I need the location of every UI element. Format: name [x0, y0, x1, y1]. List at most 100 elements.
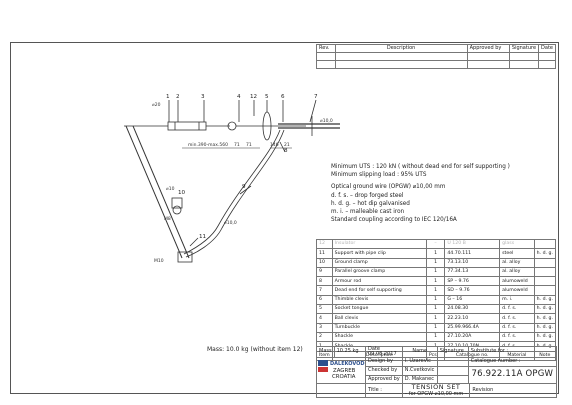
tb-city: ZAGREB: [333, 368, 356, 374]
bom-pcs: 1: [425, 294, 446, 306]
bom-code: 25.99.966.4A: [444, 322, 501, 333]
specification-notes: Minimum UTS : 120 kN ( without dead end …: [331, 163, 510, 224]
dim-range: min.390-max.560: [188, 142, 228, 148]
tb-substitute-label: Substitute for :: [467, 346, 557, 358]
bom-code: 27.10.20A: [444, 331, 501, 343]
tb-date-label: Date: [368, 346, 380, 352]
bom-pcs: 1: [425, 285, 446, 296]
bom-mat: d. f. s.: [499, 331, 535, 343]
tb-mass-label: Mass: [316, 346, 335, 358]
tb-logo-cell: DALEKOVOD ZAGREB CROATIA: [316, 356, 366, 385]
bom-note: [533, 276, 557, 287]
bom-row-ghost: 12 Insulator – U 120 B glass: [316, 238, 557, 250]
bom-desc: Ground clamp: [331, 257, 427, 268]
bom-item: 8: [316, 276, 333, 287]
bom-mat: glass: [499, 238, 535, 250]
bom-pcs: 1: [425, 257, 446, 268]
bom-desc: Armour rod: [331, 276, 427, 287]
ground-clamp: [171, 197, 183, 209]
dim-phi20: ⌀20: [152, 102, 161, 108]
bom-mat: m. i.: [499, 294, 535, 306]
bom-item: 10: [316, 257, 333, 268]
bom-desc: Insulator: [331, 238, 427, 250]
bom-desc: Support with pipe clip: [331, 248, 427, 259]
tb-catalogue-label: Catalogue number :: [467, 357, 557, 367]
bom-mat: alumoweld: [499, 276, 535, 287]
tb-country: CROATIA: [332, 374, 356, 380]
turnbuckle-body: [167, 121, 207, 131]
drawing-frame: [10, 42, 559, 394]
bom-code: 24.08.30: [444, 304, 501, 315]
bom-mat: d. f. s.: [499, 304, 535, 315]
bom-pcs: 1: [425, 266, 446, 278]
rev-header: Rev.: [316, 44, 336, 53]
bom-mat: al. alloy: [499, 257, 535, 268]
dim-phi10a: ⌀10: [166, 186, 175, 192]
dim-phi10c: ⌀10,0: [320, 118, 333, 124]
bom-pcs: 1: [425, 331, 446, 343]
tb-design-label: Design by: [365, 357, 403, 367]
tb-signature-label: Signature: [436, 346, 469, 358]
bom-item: 5: [316, 304, 333, 315]
bom-mat: d. f. s.: [499, 322, 535, 333]
dim-71a: 71: [234, 142, 240, 148]
downlead-cable: [183, 129, 281, 255]
bom-mat: alumoweld: [499, 285, 535, 296]
support-pole: [125, 125, 183, 259]
bom-note: h. d. g.: [533, 304, 557, 315]
dim-71b: 71: [246, 142, 252, 148]
bom-item: 6: [316, 294, 333, 306]
bom-item: 12: [316, 238, 333, 250]
dim-21: 21: [284, 142, 290, 148]
pole-base-clamp: [177, 251, 193, 263]
bom-code: 73.13.10: [444, 257, 501, 268]
bom-item: 4: [316, 313, 333, 324]
callout-6: 6: [281, 94, 285, 100]
callout-9: 9: [242, 184, 246, 190]
callout-3: 3: [201, 94, 205, 100]
bom-code: G – 16: [444, 294, 501, 306]
bom-item: 9: [316, 266, 333, 278]
spec-line: d. f. s. – drop forged steel: [331, 192, 404, 199]
dim-146: 146: [270, 142, 279, 148]
tb-title: TENSION SET– for OPGW ⌀10,00 mm –: [401, 383, 471, 399]
bom-pcs: 1: [425, 248, 446, 259]
rev-approved-header: Approved by: [466, 44, 510, 53]
callout-11: 11: [199, 234, 207, 240]
revision-empty-row: [316, 60, 556, 69]
tb-catalogue-number: 76.922.11A OPGW: [467, 365, 557, 385]
rev-description-header: Description: [334, 44, 468, 53]
bom-note: h. d. g.: [533, 331, 557, 343]
revision-header-row: Rev. Description Approved by Signature D…: [316, 44, 556, 53]
bom-code: 77.34.13: [444, 266, 501, 278]
tb-name-label: Name: [401, 346, 438, 358]
bom-code: U 120 B: [444, 238, 501, 250]
tb-mass-value: 10.25 kg: [333, 346, 367, 358]
callout-1: 1: [166, 94, 170, 100]
tb-title-label: Title :: [365, 383, 403, 399]
tb-checked-label: Checked by: [365, 365, 403, 376]
tb-approved-label: Approved by: [365, 374, 403, 385]
bom-pcs: 1: [425, 304, 446, 315]
bom-note: h. d. g.: [533, 322, 557, 333]
bom-code: 22.23.10: [444, 313, 501, 324]
mass-note: Mass: 10.0 kg (without item 12): [207, 346, 303, 353]
dim-m8: M8: [164, 216, 171, 222]
spec-line: Standard coupling according to IEC 120/1…: [331, 217, 457, 224]
bom-note: [533, 266, 557, 278]
tb-company: DALEKOVOD: [330, 361, 365, 367]
tension-set-drawing: 1 2 3 4 5 6 7 8 9 10 11 12 ⌀20 min.390-m…: [124, 94, 340, 264]
tb-title-sub: – for OPGW ⌀10,00 mm –: [404, 391, 468, 398]
callout-7: 7: [314, 94, 318, 100]
bom-desc: Socket tongue: [331, 304, 427, 315]
callout-12: 12: [250, 94, 257, 100]
tb-design-name: I. Uzarevic: [401, 357, 438, 367]
dim-m10: M10: [154, 258, 164, 264]
